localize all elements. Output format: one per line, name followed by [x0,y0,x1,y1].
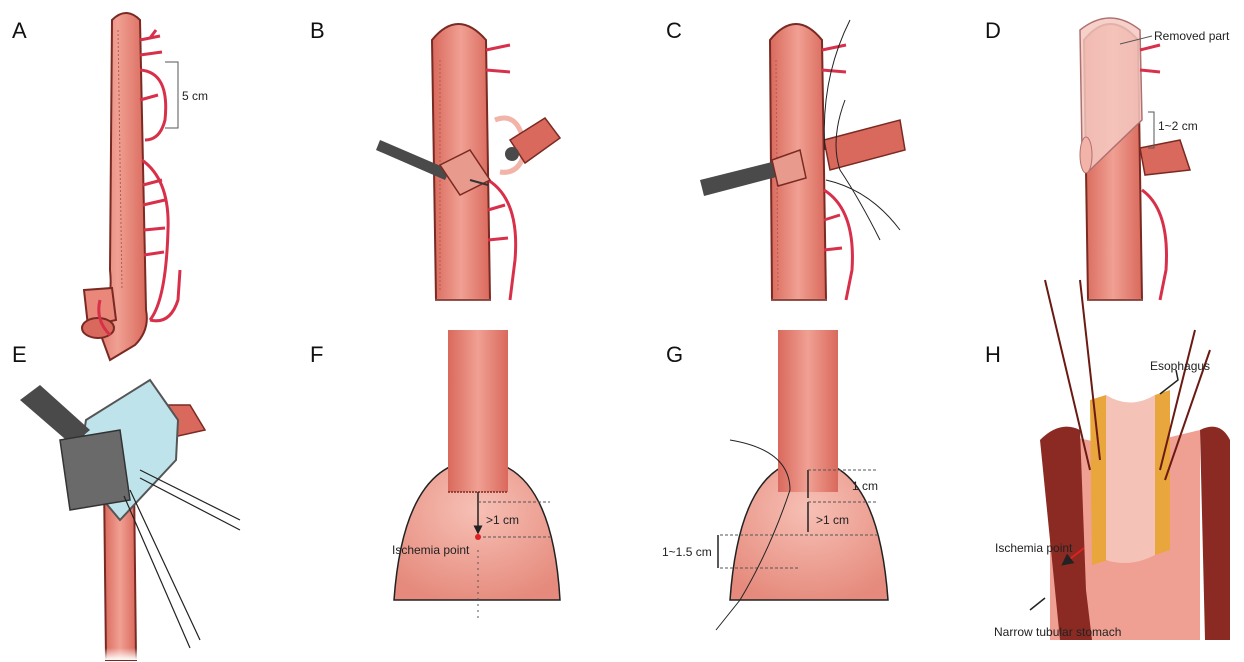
panel-h-ischemia-label: Ischemia point [995,541,1073,555]
panel-label-g: G [666,342,683,367]
panel-g-dome: 1 cm >1 cm 1~1.5 cm [662,330,893,630]
panel-a-length-label: 5 cm [182,89,208,103]
panel-a-gastric-tube: 5 cm [82,13,208,360]
panel-f-distance-label: >1 cm [486,513,519,527]
panel-label-d: D [985,18,1001,43]
panel-label-f: F [310,342,323,367]
panel-b-insertion [376,24,560,310]
panel-label-b: B [310,18,325,43]
panel-label-h: H [985,342,1001,367]
panel-c-anastomosis [700,20,905,310]
panel-e-stapler [20,380,240,660]
panel-d-length-label: 1~2 cm [1158,119,1198,133]
panel-g-mid-label: >1 cm [816,513,849,527]
panel-label-c: C [666,18,682,43]
panel-h-cross-section: Esophagus Ischemia point Narrow tubular … [994,280,1230,640]
panel-f-dome: >1 cm Ischemia point [390,330,565,620]
panel-label-a: A [12,18,27,43]
panel-f-ischemia-label: Ischemia point [392,543,470,557]
panel-d-removed-part: Removed part 1~2 cm [1080,18,1230,310]
panel-h-stomach-label: Narrow tubular stomach [994,625,1121,639]
panel-g-left-label: 1~1.5 cm [662,545,712,559]
panel-label-e: E [12,342,27,367]
panel-g-top-label: 1 cm [852,479,878,493]
panel-d-removed-label: Removed part [1154,29,1230,43]
panel-h-esophagus-label: Esophagus [1150,359,1210,373]
